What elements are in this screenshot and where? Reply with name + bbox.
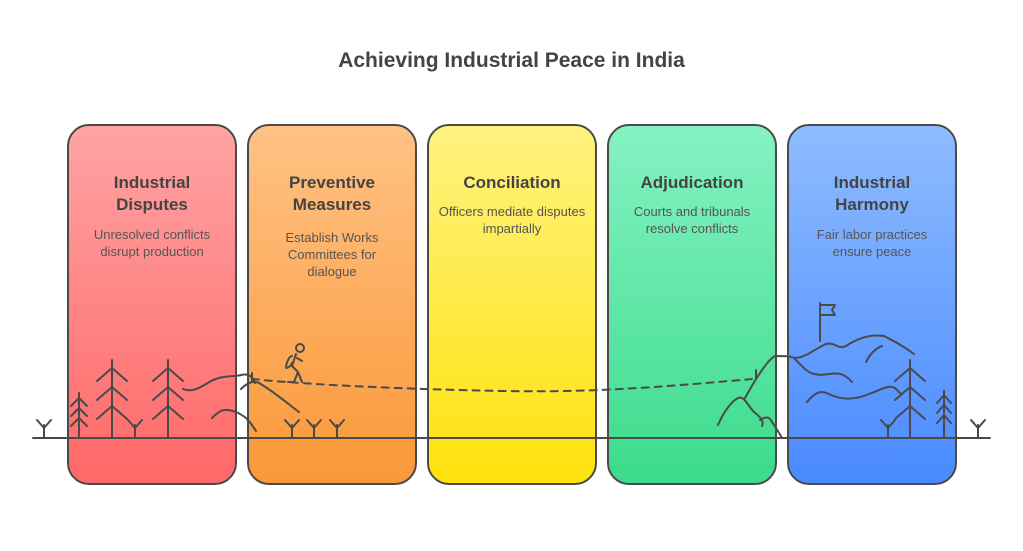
stage-description: Fair labor practices ensure peace xyxy=(816,227,928,259)
stage-description: Officers mediate disputes impartially xyxy=(438,204,586,236)
grass-icon xyxy=(36,419,986,439)
tree-icon xyxy=(70,359,952,439)
flag-icon xyxy=(819,302,836,342)
stage-description: Unresolved conflicts disrupt production xyxy=(93,227,211,259)
stage-card-adjudication: Adjudication Courts and tribunals resolv… xyxy=(607,124,777,485)
dashed-path xyxy=(251,378,753,393)
hiker-icon xyxy=(285,343,305,383)
hills-icon xyxy=(182,334,915,439)
stage-card-conciliation: Conciliation Officers mediate disputes i… xyxy=(427,124,597,485)
stage-title: Conciliation xyxy=(463,173,561,192)
stage-description: Establish Works Committees for dialogue xyxy=(285,230,379,279)
stage-title: Adjudication xyxy=(640,173,744,192)
diagram-title: Achieving Industrial Peace in India xyxy=(338,49,685,72)
stage-description: Courts and tribunals resolve conflicts xyxy=(633,204,751,236)
